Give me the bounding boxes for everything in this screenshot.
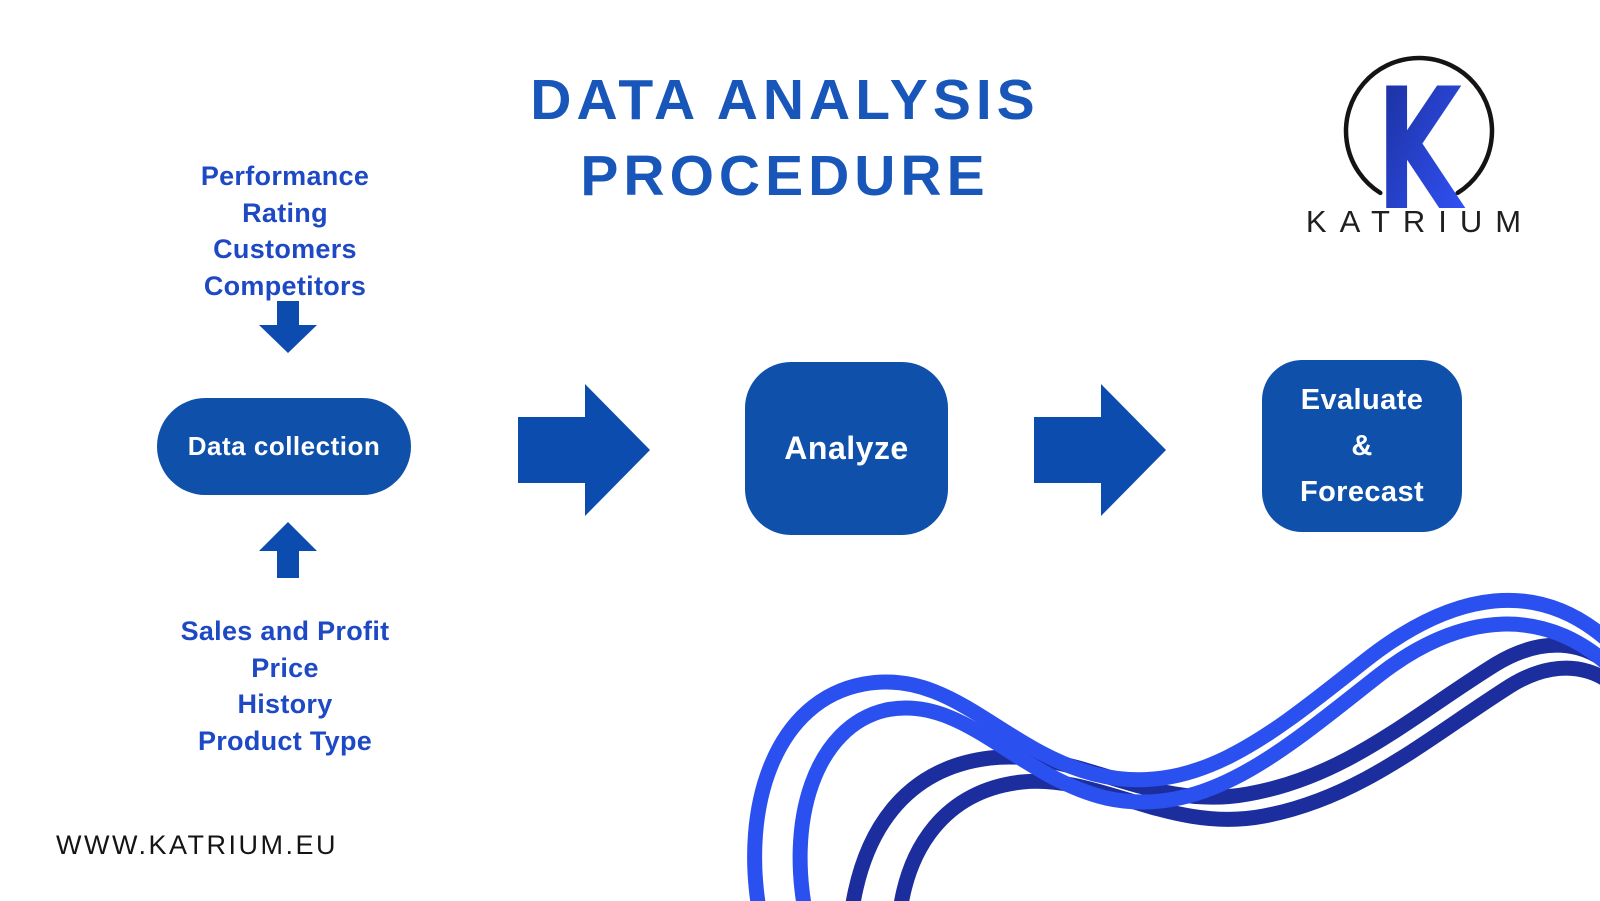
flow-step-label: Data collection [187,431,381,461]
top-input-item: Customers [213,234,357,264]
top-inputs-list: Performance Rating Customers Competitors [120,158,450,304]
logo-circle-icon [1343,55,1495,196]
bottom-inputs-list: Sales and Profit Price History Product T… [120,613,450,759]
arrow-right-icon [518,384,650,516]
arrow-down-icon [259,301,317,353]
flow-step-evaluate-forecast: Evaluate & Forecast [1262,360,1462,532]
arrow-up-icon [259,522,317,578]
logo-k-monogram: K [1376,52,1466,220]
top-input-item: Rating [242,197,328,228]
page-title-line-2: PROCEDURE [580,144,990,208]
bottom-input-item: Product Type [197,725,373,756]
top-input-item: Competitors [203,270,367,301]
flow-step-data-collection: Data collection [157,398,411,495]
arrow-right-icon [1034,384,1166,516]
katrium-logo-icon: K [1343,52,1495,220]
flow-step-label-line: Evaluate [1300,384,1424,416]
flow-step-label-line: & [1351,430,1373,462]
brand-name: KATRIUM [1305,204,1535,239]
flow-step-analyze: Analyze [745,362,948,535]
top-input-item: Performance [200,161,370,191]
flow-step-label: Analyze [784,430,909,466]
flow-step-label-line: Forecast [1299,476,1425,508]
page-title: DATA ANALYSIS PROCEDURE [370,62,1200,214]
bottom-input-item: Sales and Profit [180,616,390,646]
website-url: WWW.KATRIUM.EU [56,830,338,860]
page-title-line-1: DATA ANALYSIS [530,68,1040,132]
bottom-input-item: Price [251,652,319,683]
bottom-input-item: History [237,689,333,719]
